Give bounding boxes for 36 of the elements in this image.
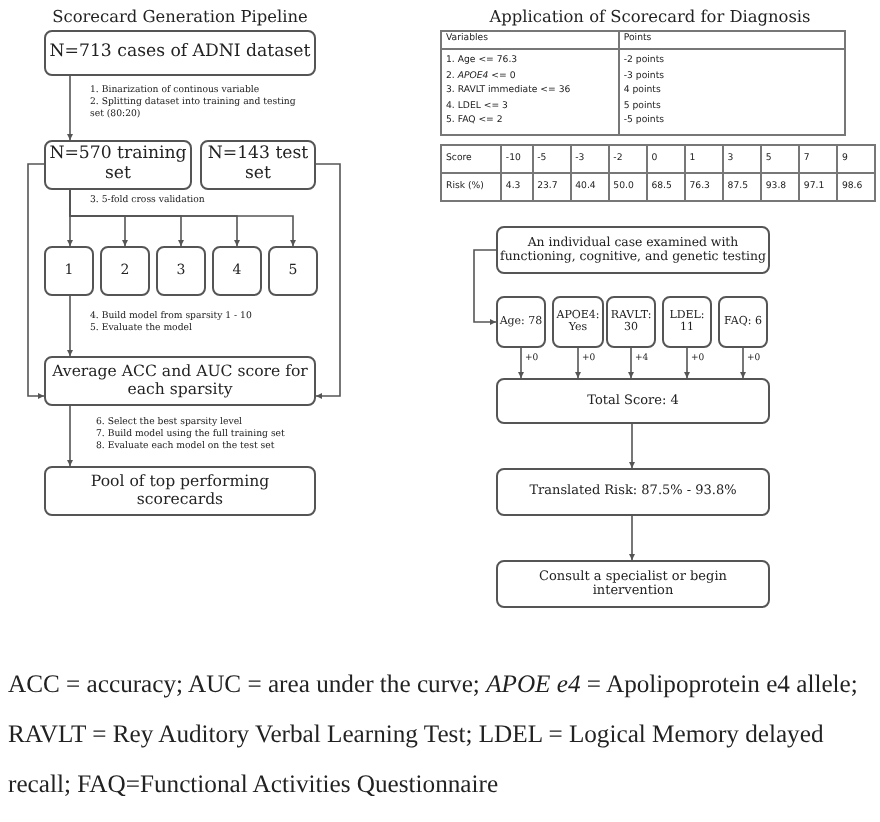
caption: ACC = accuracy; AUC = area under the curve; APOE e4 = Apolipoprotein e4 allele; RAVLT = Rey Auditory Verbal Learning Test; LDEL = Logical Memory delayed recall; FAQ=Functional Activities Questionnaire	[8, 668, 860, 802]
process-box	[496, 560, 770, 608]
process-box	[496, 468, 770, 516]
process-box	[44, 466, 316, 516]
fold-box	[156, 246, 206, 296]
variable-box	[662, 296, 712, 348]
variable-box	[496, 296, 546, 348]
panel-title: Scorecard Generation Pipeline	[50, 8, 310, 28]
variable-box	[718, 296, 768, 348]
arrow	[628, 423, 636, 469]
arrow	[473, 249, 497, 326]
fold-box	[268, 246, 318, 296]
arrow	[517, 347, 525, 379]
node-text: N=570 training set	[47, 145, 189, 185]
arrow	[66, 295, 74, 357]
variable-box	[552, 296, 604, 348]
arrow	[27, 163, 45, 400]
arrow	[627, 347, 635, 379]
fold-box	[100, 246, 150, 296]
arrow	[315, 163, 341, 400]
fold-box	[212, 246, 262, 296]
arrow	[66, 405, 74, 467]
arrow	[574, 347, 582, 379]
panel-title: Application of Scorecard for Diagnosis	[487, 8, 813, 28]
arrow	[683, 347, 691, 379]
node-text: N=713 cases of ADNI dataset	[49, 43, 311, 63]
arrow	[628, 515, 636, 561]
node-text: N=143 test set	[205, 145, 311, 185]
process-box	[496, 226, 770, 274]
process-box	[44, 30, 316, 76]
variable-box	[606, 296, 656, 348]
arrow	[69, 189, 297, 247]
fold-box	[44, 246, 94, 296]
process-box	[496, 378, 770, 424]
arrow	[739, 347, 747, 379]
arrow	[66, 75, 74, 141]
